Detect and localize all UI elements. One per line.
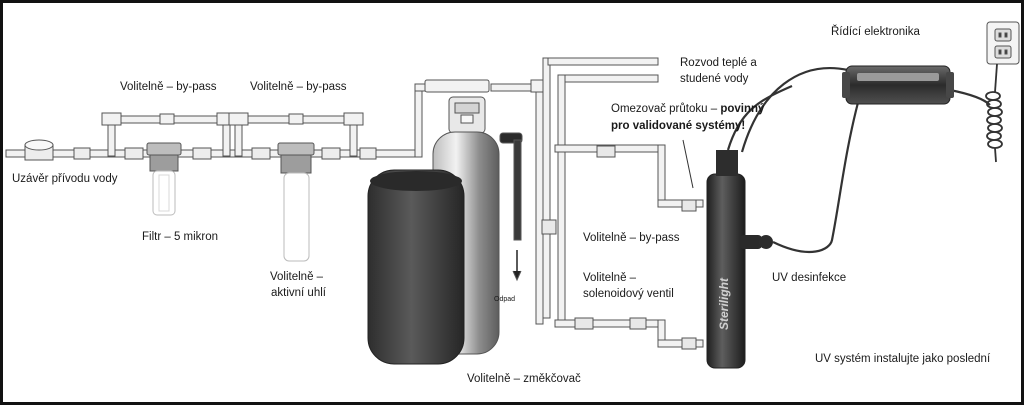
label-carbon-1: Volitelně – bbox=[270, 271, 324, 283]
label-flow-restrictor-1: Omezovač průtoku – povinný bbox=[611, 102, 764, 116]
label-carbon-2: aktivní uhlí bbox=[271, 287, 326, 299]
softener-pipes bbox=[424, 57, 704, 350]
label-controller: Řídící elektronika bbox=[831, 26, 920, 38]
flow-restrictor-pointer bbox=[682, 139, 694, 189]
carbon-filter bbox=[277, 142, 315, 262]
brine-tank bbox=[367, 169, 465, 365]
cables bbox=[726, 67, 991, 253]
label-install-note: UV systém instalujte jako poslední bbox=[815, 353, 991, 365]
label-filter: Filtr – 5 mikron bbox=[142, 231, 219, 243]
inline-valves bbox=[73, 147, 377, 160]
label-solenoid-1: Volitelně – bbox=[583, 272, 637, 284]
label-shutoff: Uzávěr přívodu vody bbox=[12, 173, 118, 185]
label-bypass-2: Volitelně – by-pass bbox=[250, 81, 347, 93]
label-drain: Odpad bbox=[494, 296, 516, 303]
label-uv: UV desinfekce bbox=[772, 272, 847, 284]
label-bypass-1: Volitelně – by-pass bbox=[120, 81, 217, 93]
label-flow-restrictor-bold: povinný bbox=[720, 103, 765, 115]
label-flow-restrictor-normal: Omezovač průtoku – bbox=[611, 103, 718, 115]
softener-control-head bbox=[448, 96, 486, 134]
bypass-loop-2 bbox=[228, 112, 364, 157]
label-flow-restrictor-bold-2: pro validované systémy! bbox=[611, 120, 746, 132]
uv-unit bbox=[706, 150, 773, 369]
label-solenoid-2: solenoidový ventil bbox=[583, 288, 674, 300]
sediment-filter bbox=[146, 142, 182, 216]
controller-box bbox=[842, 65, 954, 105]
label-bypass-uv: Volitelně – by-pass bbox=[583, 232, 680, 244]
coiled-cord bbox=[985, 63, 1003, 163]
bypass-loop-1 bbox=[101, 112, 237, 157]
shutoff-valve bbox=[24, 139, 54, 161]
label-softener: Volitelně – změkčovač bbox=[467, 373, 581, 385]
uv-brand-text: Sterilight bbox=[717, 277, 731, 330]
label-distribution-1: Rozvod teplé a bbox=[680, 57, 757, 69]
drain-line bbox=[499, 132, 523, 282]
power-outlet bbox=[986, 21, 1020, 65]
label-flow-restrictor-2: pro validované systémy! bbox=[611, 119, 745, 133]
label-distribution-2: studené vody bbox=[680, 73, 749, 85]
